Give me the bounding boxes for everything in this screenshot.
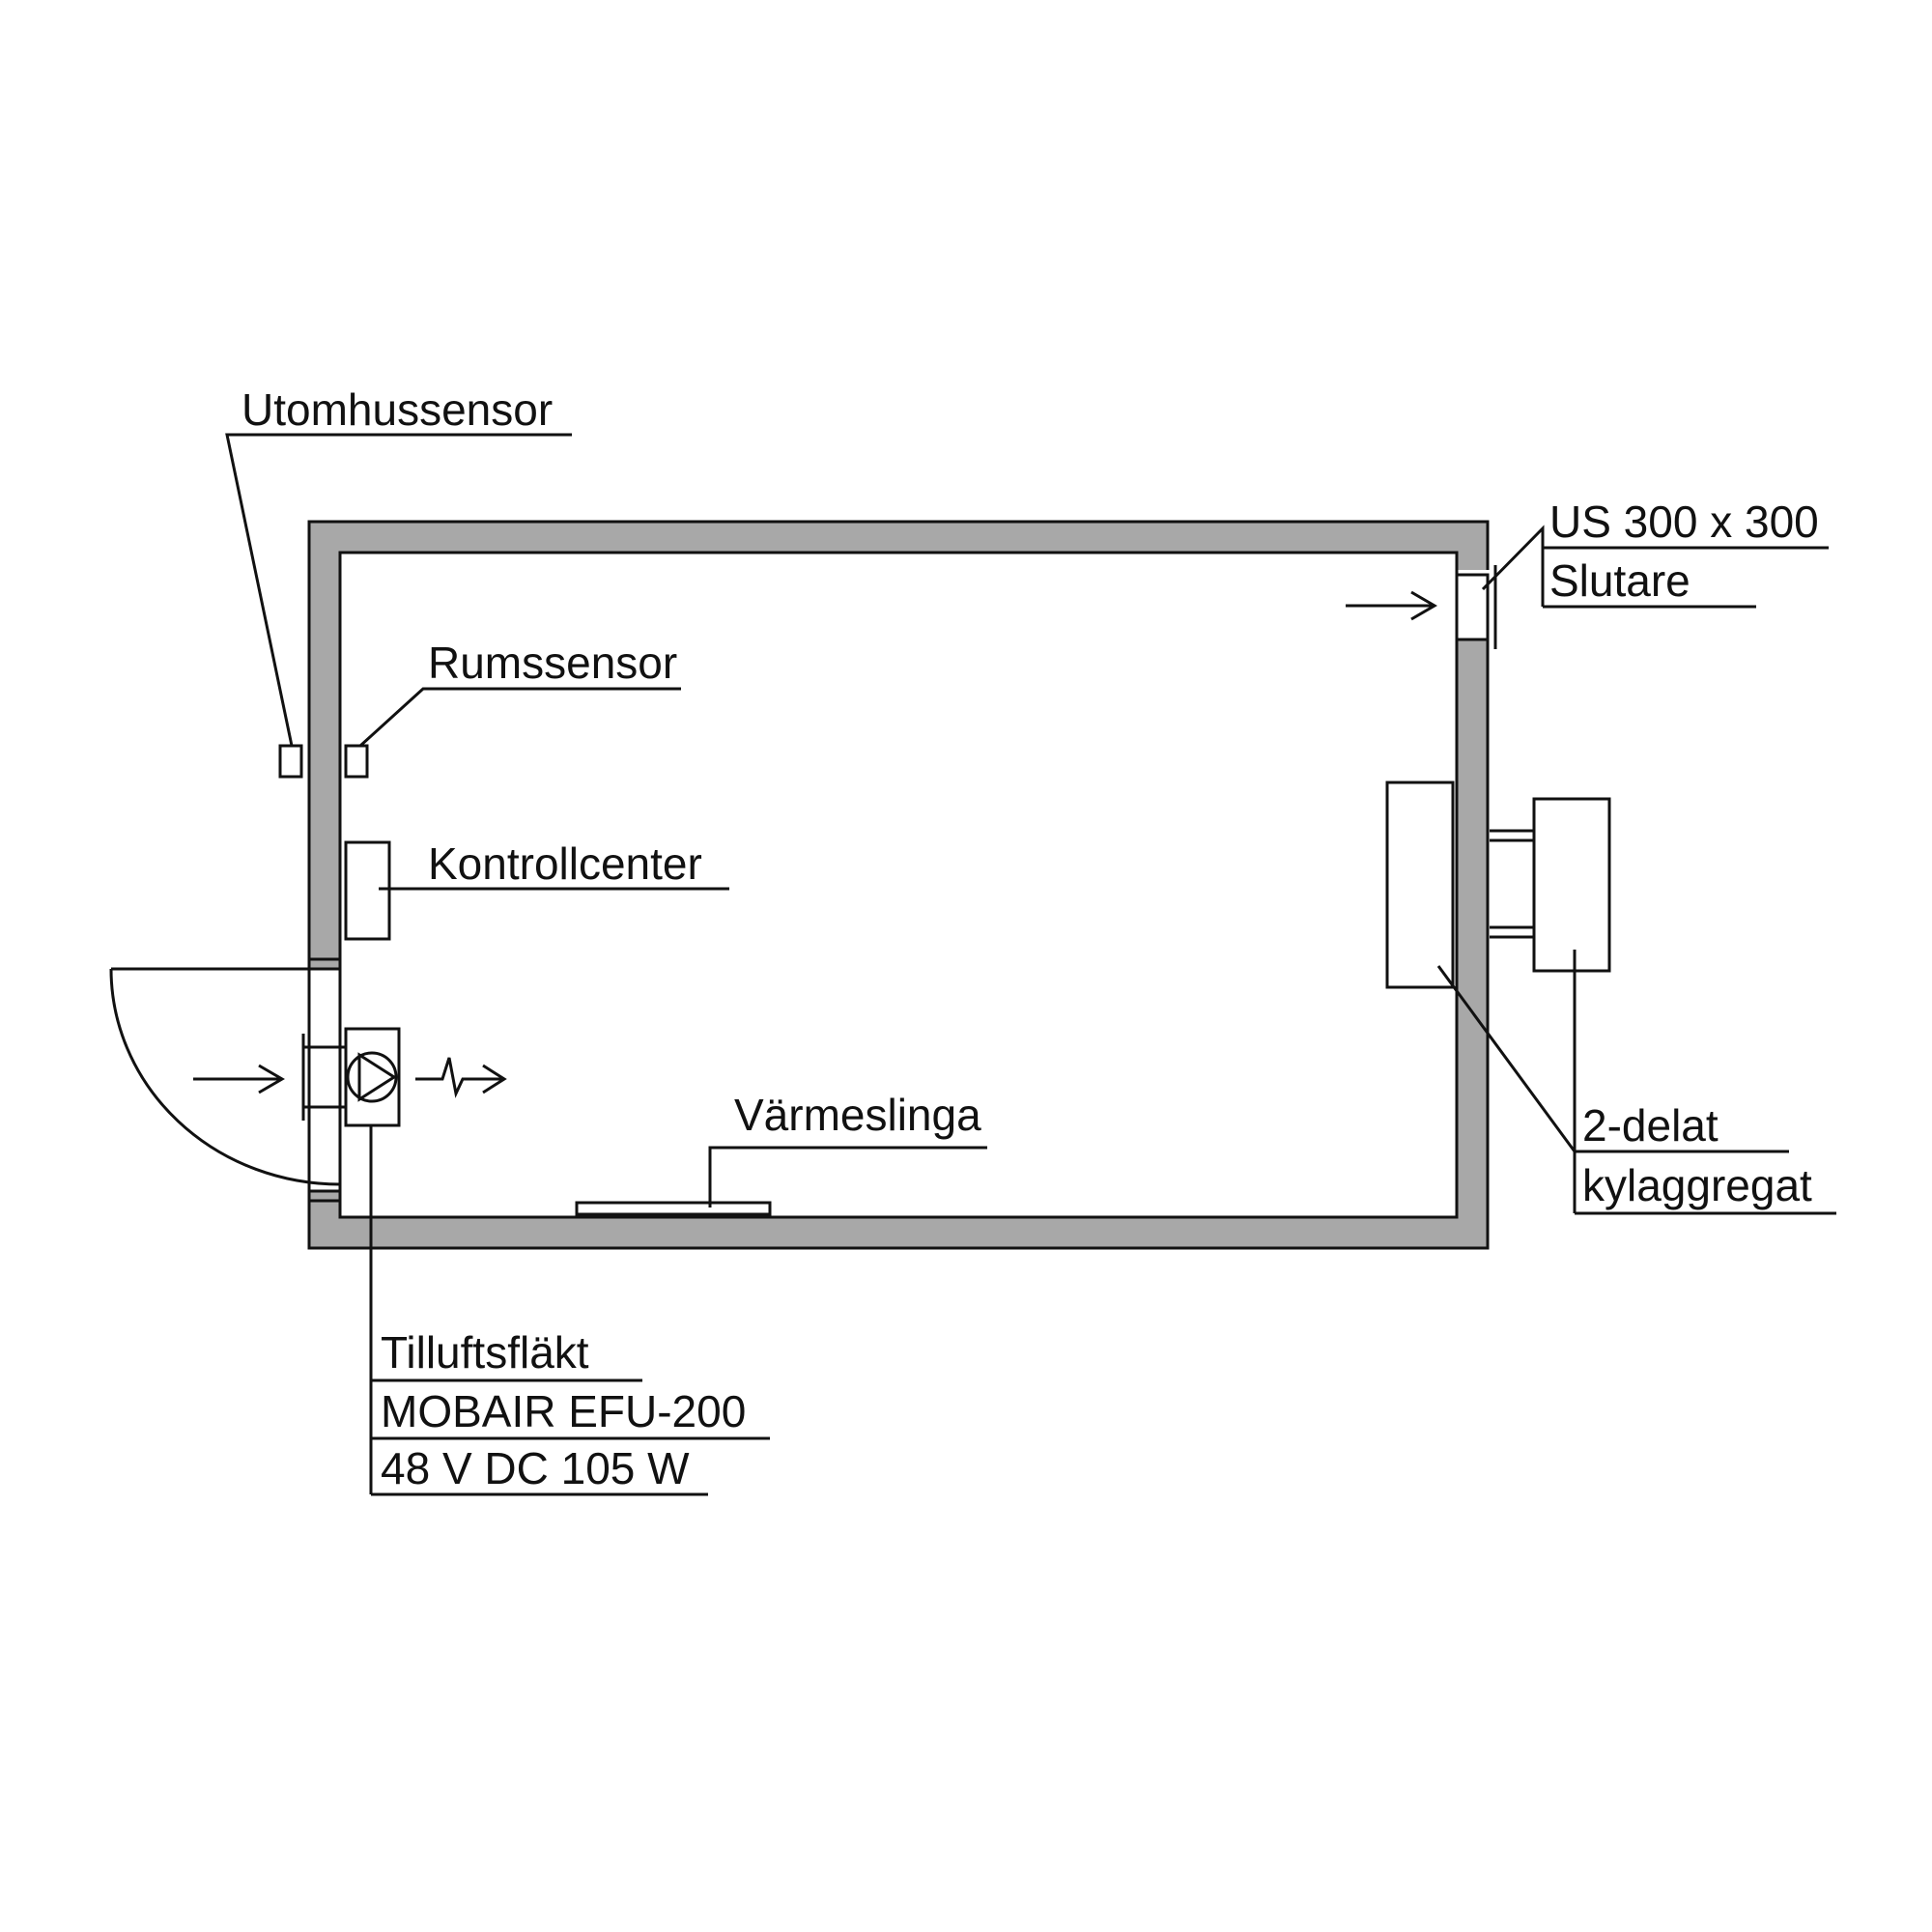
fan-triangle-icon [357,1052,397,1102]
outlet-arrow-zigzag [415,1057,504,1098]
door-opening [307,969,342,1191]
outdoor-sensor [278,744,303,779]
label-cooling-unit: kylaggregat [1582,1160,1812,1210]
label-fan-rating: 48 V DC 105 W [381,1443,690,1493]
label-supply-fan: Tilluftsfläkt [381,1327,589,1378]
supply-fan-box [344,1027,401,1127]
room-sensor [344,744,369,779]
leader-shutter [1481,525,1545,607]
shutter-opening [1455,570,1490,639]
door-swing-arc [109,968,341,1186]
heating-coil [575,1201,772,1216]
control-center [344,840,391,941]
label-cooling-type: 2-delat [1582,1100,1719,1151]
cooling-outdoor-unit [1532,797,1611,973]
leader-outdoor-sensor [225,433,572,747]
label-outdoor-sensor: Utomhussensor [242,384,553,435]
label-shutter: Slutare [1549,555,1690,606]
label-shutter-model: US 300 x 300 [1549,497,1819,547]
outlet-arrow-head [482,1064,507,1094]
intake-arrow-head [258,1064,285,1094]
label-room-sensor: Rumssensor [428,638,677,688]
label-fan-model: MOBAIR EFU-200 [381,1386,746,1436]
leader-cooling-indoor [1436,965,1577,1152]
shutter-arrow-head [1410,590,1437,621]
label-control-center: Kontrollcenter [428,838,702,889]
cooling-indoor-unit [1385,781,1455,989]
leader-heating-coil [708,1146,987,1208]
leader-room-sensor [358,687,681,748]
label-heating-coil: Värmeslinga [734,1090,981,1140]
